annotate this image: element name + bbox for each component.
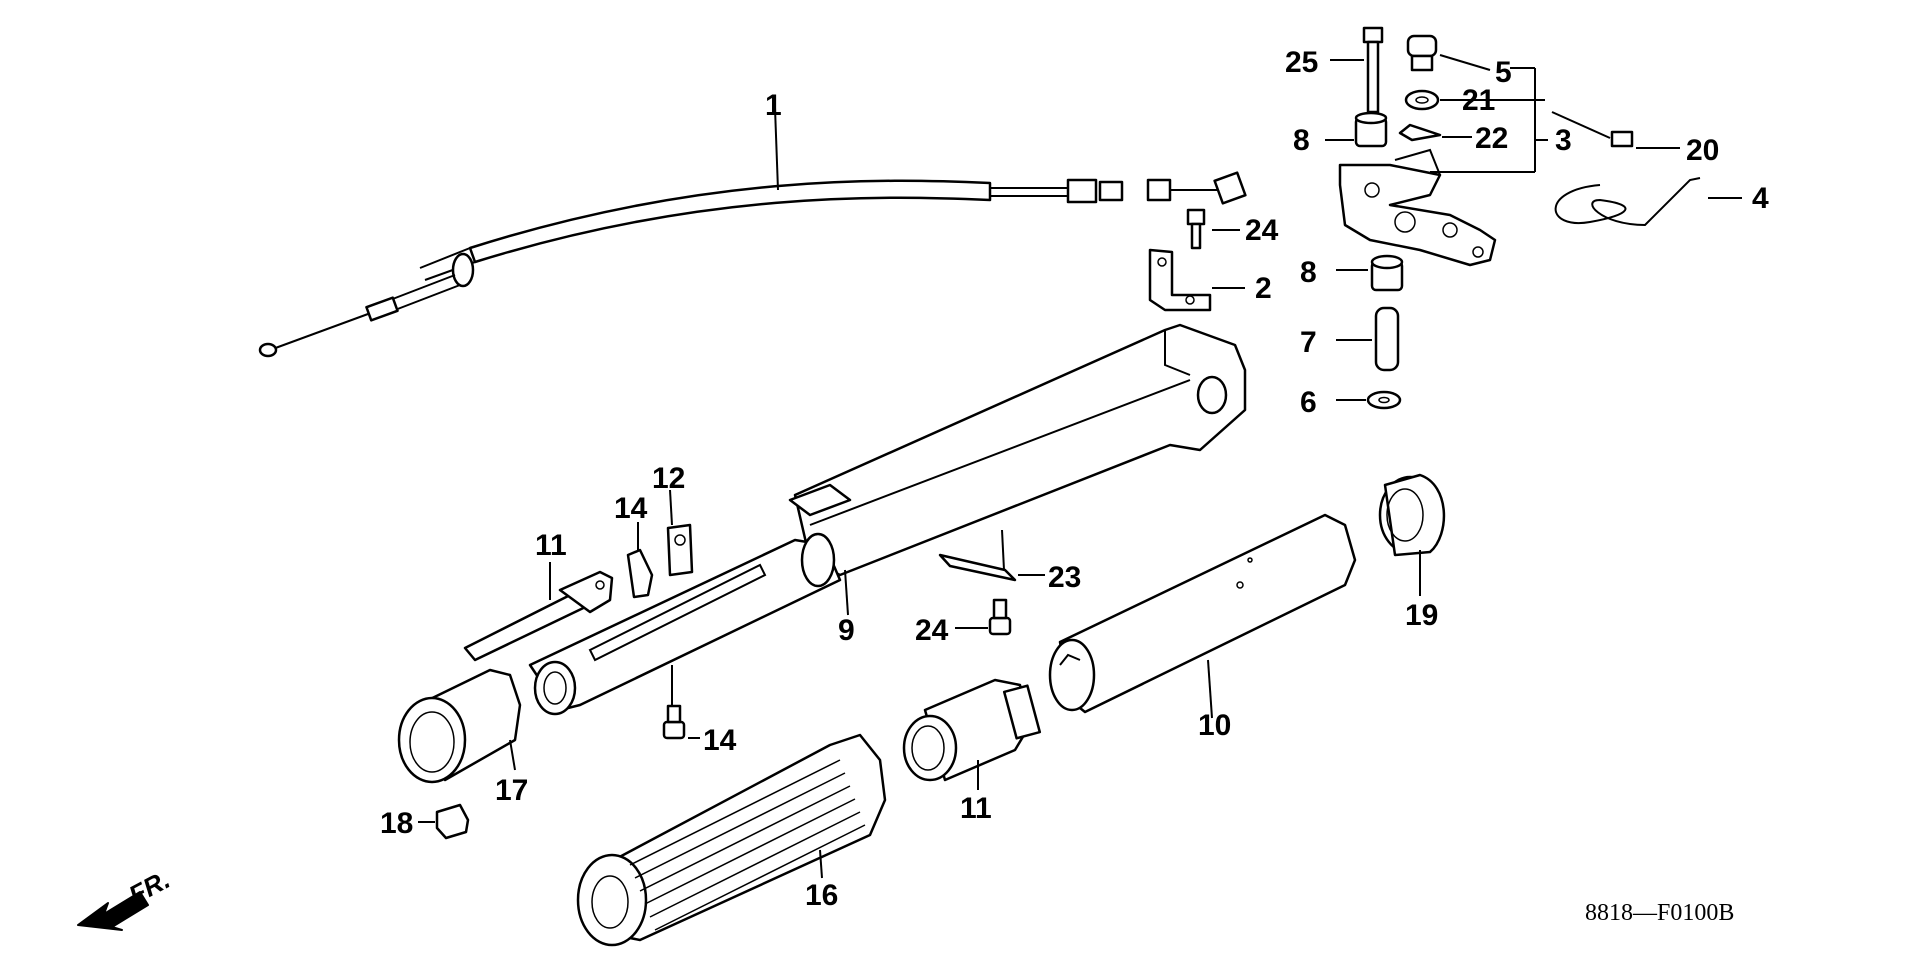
callout-15: 14	[614, 492, 648, 525]
part-cable-bracket	[1148, 248, 1245, 312]
part-block-13	[666, 489, 694, 577]
callout-2: 2	[1255, 272, 1272, 305]
part-steering-handle-arm	[528, 323, 1247, 716]
part-throttle-cam-11	[902, 678, 1042, 790]
part-throttle-tube-10	[1048, 513, 1357, 719]
callout-9: 9	[838, 614, 855, 647]
callout-6: 6	[1300, 386, 1317, 419]
callout-26: 25	[1285, 46, 1318, 79]
callout-24: 24	[915, 614, 949, 647]
part-friction-plate-12	[463, 562, 614, 662]
callout-11: 11	[960, 792, 992, 825]
part-screw-14	[662, 704, 700, 740]
part-end-cap-17	[397, 668, 522, 784]
part-screw-20	[1551, 111, 1680, 149]
part-spring-4	[1554, 177, 1742, 227]
part-cable	[258, 107, 1247, 358]
callout-8b: 8	[1300, 256, 1317, 289]
callout-4: 4	[1752, 182, 1769, 215]
callout-1: 1	[765, 89, 782, 122]
part-plate-23	[938, 529, 1045, 582]
arrow-down-left-icon	[77, 891, 149, 931]
callout-14: 14	[703, 724, 737, 757]
callout-10: 10	[1198, 709, 1231, 742]
part-collar-8-upper	[1325, 111, 1388, 148]
callout-13: 12	[652, 462, 685, 495]
callout-3: 3	[1555, 124, 1572, 157]
callout-7: 7	[1300, 326, 1317, 359]
callout-23: 23	[1048, 561, 1081, 594]
callout-22: 22	[1475, 122, 1508, 155]
part-knob-5	[1406, 34, 1535, 72]
part-grip-16	[576, 733, 887, 947]
part-bolt-25	[1186, 208, 1240, 250]
callout-8a: 8	[1293, 124, 1310, 157]
callout-12: 11	[535, 529, 567, 562]
part-washer-6	[1336, 390, 1402, 410]
callout-20: 20	[1686, 134, 1719, 167]
part-bolt-24	[955, 598, 1012, 636]
callout-19: 19	[1405, 599, 1438, 632]
diagram-code: 8818—F0100B	[1585, 900, 1734, 926]
callout-21: 21	[1462, 84, 1495, 117]
callout-5: 5	[1495, 56, 1512, 89]
part-throttle-lever	[1338, 148, 1497, 267]
part-clip-15	[626, 522, 654, 599]
part-bolt-26	[1330, 26, 1384, 114]
part-collar-8-lower	[1336, 254, 1404, 292]
part-nut-18	[418, 803, 470, 840]
callout-18: 18	[380, 807, 413, 840]
part-washer-21	[1404, 89, 1460, 111]
callout-25: 24	[1245, 214, 1279, 247]
part-pin-7	[1336, 306, 1400, 372]
part-clip-22	[1398, 123, 1472, 142]
part-bushing-19	[1378, 473, 1446, 596]
callout-17: 17	[495, 774, 528, 807]
callout-16: 16	[805, 879, 838, 912]
